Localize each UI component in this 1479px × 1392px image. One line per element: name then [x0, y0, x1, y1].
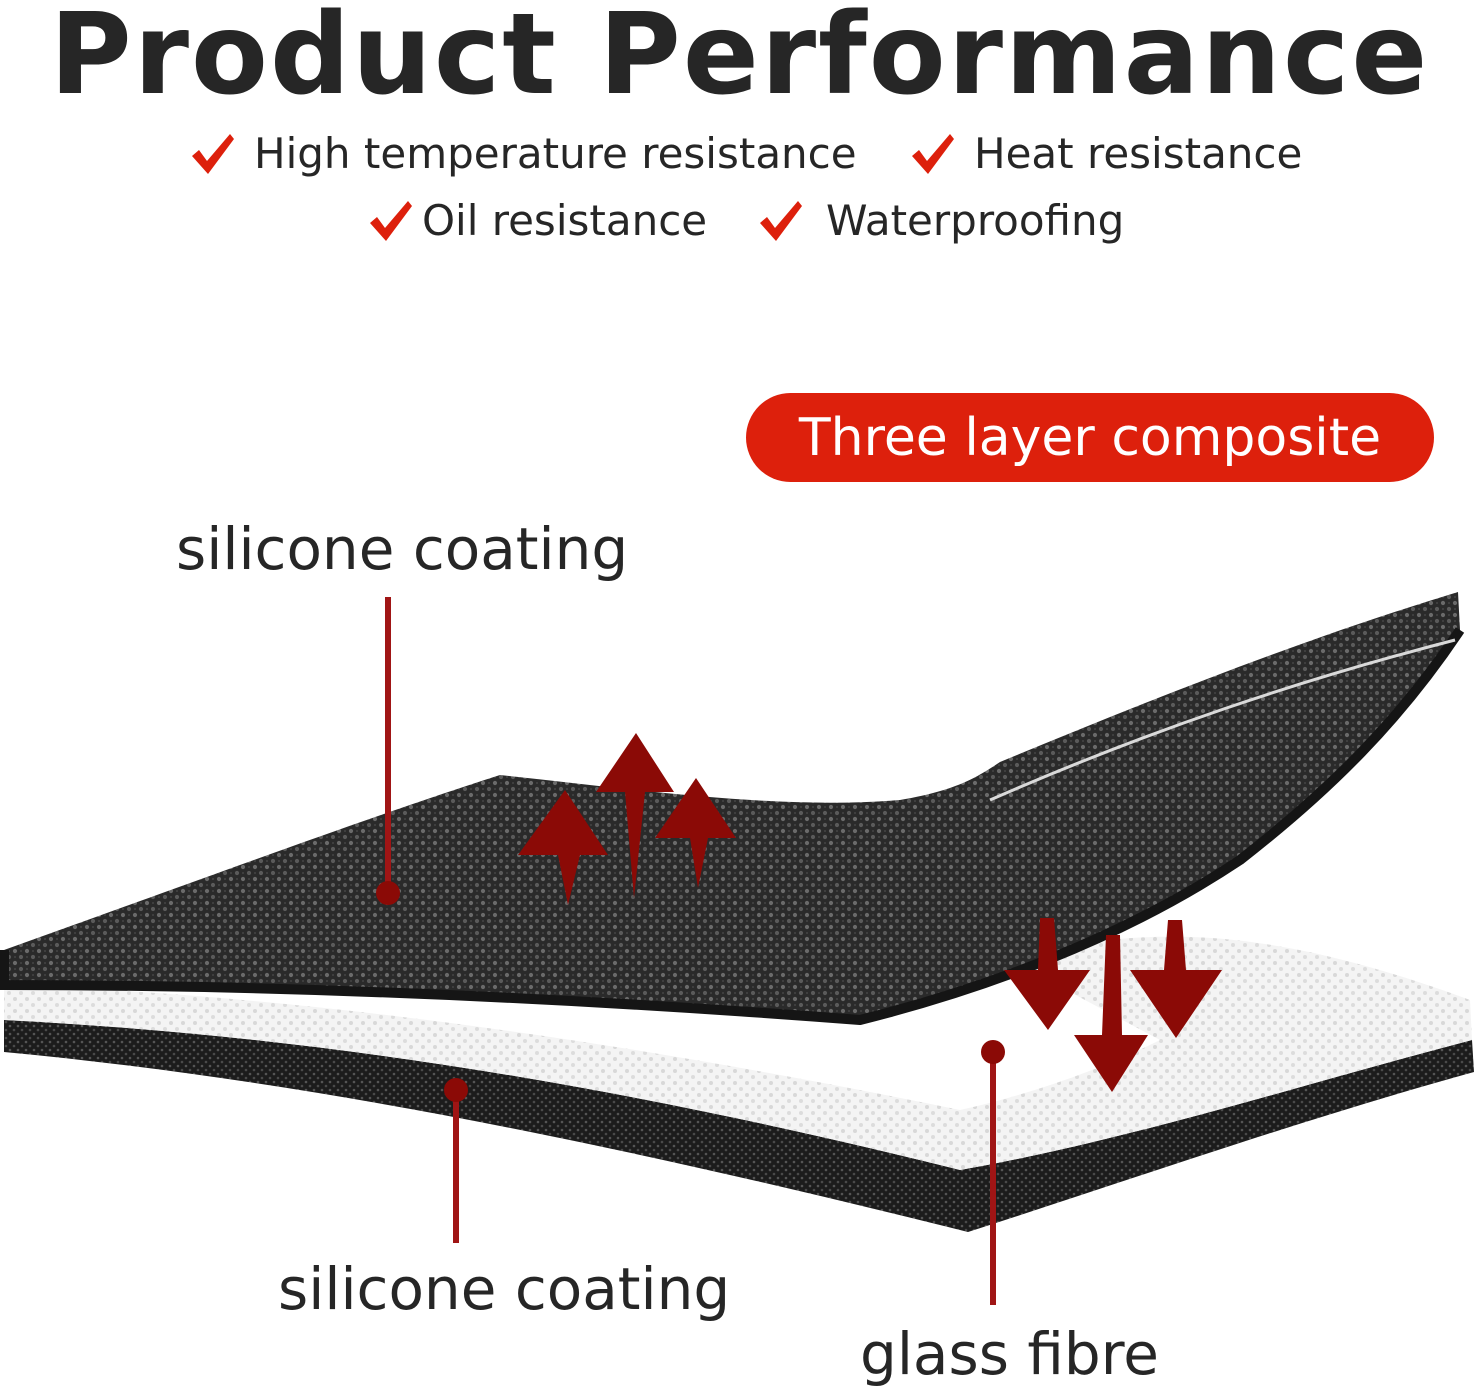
three-layer-badge: Three layer composite	[746, 393, 1434, 482]
feature-item: Heat resistance	[908, 130, 1302, 178]
check-mark-icon	[912, 134, 954, 174]
label-glass-fibre: glass fibre	[860, 1320, 1159, 1388]
bottom-silicone-layer	[4, 1020, 1474, 1232]
arrow-down-icon	[1130, 920, 1222, 1038]
feature-label: Waterproofing	[826, 196, 1125, 245]
arrow-up-icon	[655, 778, 736, 888]
check-mark-icon	[192, 134, 234, 174]
arrow-down-icon	[1004, 918, 1090, 1030]
arrow-down-icon	[1074, 935, 1148, 1092]
check-mark-icon	[760, 201, 802, 241]
leader-line-glass-fibre	[981, 1040, 1005, 1305]
arrow-up-icon	[596, 733, 674, 898]
arrow-up-icon	[518, 790, 608, 905]
label-bottom-silicone-coating: silicone coating	[278, 1255, 731, 1323]
feature-label: Oil resistance	[422, 196, 708, 245]
label-top-silicone-coating: silicone coating	[176, 515, 629, 583]
page-title: Product Performance	[49, 0, 1430, 120]
feature-item: Oil resistance	[366, 197, 707, 245]
feature-item: Waterproofing	[756, 197, 1124, 245]
top-silicone-layer	[4, 592, 1460, 1020]
feature-label: Heat resistance	[974, 129, 1303, 178]
check-mark-icon	[370, 201, 412, 241]
feature-item: High temperature resistance	[188, 130, 857, 178]
leader-line-bottom-coating	[444, 1078, 468, 1243]
leader-line-top-coating	[376, 597, 400, 905]
feature-label: High temperature resistance	[254, 129, 857, 178]
